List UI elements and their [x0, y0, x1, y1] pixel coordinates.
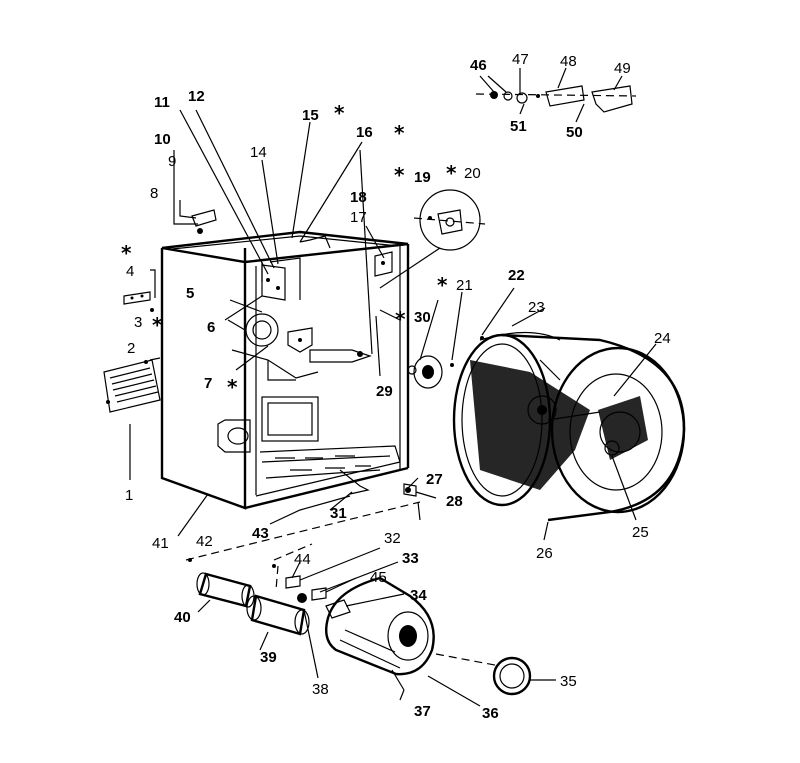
cabinet [160, 230, 417, 510]
part-label-34: 34 [410, 587, 427, 604]
part-label-15: 15 [302, 107, 319, 124]
part-label-5: 5 [186, 285, 194, 302]
blower-housing [325, 576, 435, 691]
part-label-49: 49 [614, 60, 631, 77]
part-label-38: 38 [312, 681, 329, 698]
part-label-16: 16 [356, 124, 373, 141]
exhaust-ducts [188, 558, 327, 636]
part-label-17: 17 [350, 209, 367, 226]
part-label-27: 27 [426, 471, 443, 488]
switch-parts [475, 85, 637, 113]
part-label-22: 22 [508, 267, 525, 284]
part-label-1: 1 [125, 487, 133, 504]
part-label-4: 4 [126, 263, 134, 280]
asterisk-marker: * [437, 273, 448, 297]
part-label-48: 48 [560, 53, 577, 70]
part-label-18: 18 [350, 189, 367, 206]
part-label-42: 42 [196, 533, 213, 550]
part-label-14: 14 [250, 144, 267, 161]
part-label-24: 24 [654, 330, 671, 347]
part-label-43: 43 [252, 525, 269, 542]
part-label-32: 32 [384, 530, 401, 547]
part-label-31: 31 [330, 505, 347, 522]
part-label-28: 28 [446, 493, 463, 510]
asterisk-marker: * [152, 313, 163, 337]
drum [452, 331, 686, 522]
asterisk-marker: * [121, 241, 132, 265]
part-label-3: 3 [134, 314, 142, 331]
part-label-51: 51 [510, 118, 527, 135]
part-label-46: 46 [470, 57, 487, 74]
bearing-assembly [407, 336, 484, 389]
part-label-12: 12 [188, 88, 205, 105]
vent-grille [103, 359, 161, 413]
part-label-10: 10 [154, 131, 171, 148]
asterisk-marker: * [334, 101, 345, 125]
part-label-37: 37 [414, 703, 431, 720]
part-label-29: 29 [376, 383, 393, 400]
asterisk-marker: * [394, 121, 405, 145]
part-label-9: 9 [168, 153, 176, 170]
seal-ring [492, 656, 532, 696]
part-label-44: 44 [294, 551, 311, 568]
part-label-21: 21 [456, 277, 473, 294]
part-label-8: 8 [150, 185, 158, 202]
part-label-41: 41 [152, 535, 169, 552]
part-label-7: 7 [204, 375, 212, 392]
asterisk-marker: * [446, 161, 457, 185]
part-label-20: 20 [464, 165, 481, 182]
part-label-11: 11 [154, 94, 170, 111]
part-label-35: 35 [560, 673, 577, 690]
part-label-23: 23 [528, 299, 545, 316]
part-label-26: 26 [536, 545, 553, 562]
footnote-markers: * * * * * * * * * [121, 101, 457, 399]
part-label-39: 39 [260, 649, 277, 666]
part-label-19: 19 [414, 169, 431, 186]
asterisk-marker: * [394, 163, 405, 187]
part-label-2: 2 [127, 340, 135, 357]
part-label-50: 50 [566, 124, 583, 141]
part-label-40: 40 [174, 609, 191, 626]
asterisk-marker: * [395, 307, 406, 331]
part-label-47: 47 [512, 51, 529, 68]
part-label-33: 33 [402, 550, 419, 567]
switch-inset-circle [379, 189, 486, 289]
leader-lines [129, 67, 657, 707]
small-brackets [123, 209, 217, 364]
part-label-45: 45 [370, 569, 387, 586]
part-label-25: 25 [632, 524, 649, 541]
part-label-36: 36 [482, 705, 499, 722]
asterisk-marker: * [227, 375, 238, 399]
part-labels: 1 2 3 4 5 6 7 8 9 10 11 12 14 15 16 17 1… [125, 51, 671, 722]
part-label-6: 6 [207, 319, 215, 336]
part-label-30: 30 [414, 309, 431, 326]
